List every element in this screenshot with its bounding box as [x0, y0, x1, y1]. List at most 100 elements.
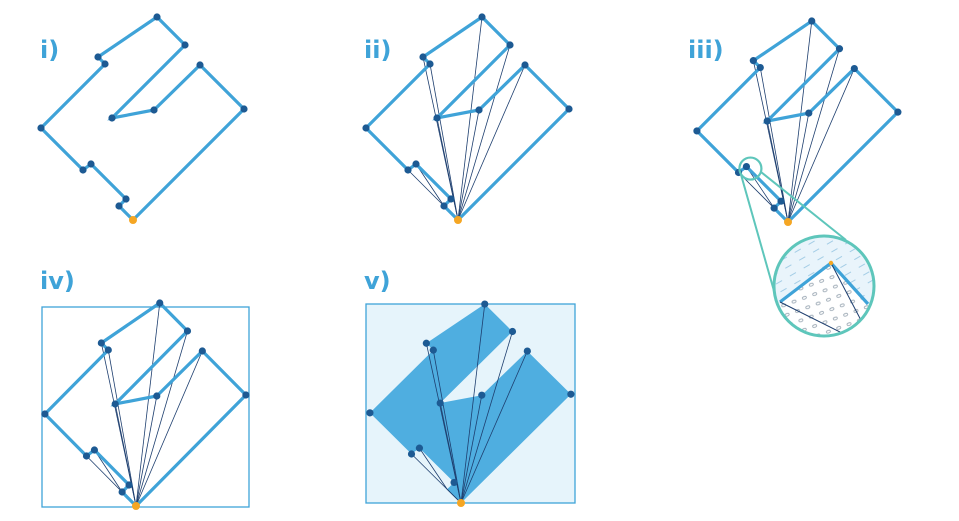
visibility-ray	[787, 20, 813, 223]
panel-label-i: i)	[40, 36, 60, 64]
visibility-ray	[429, 63, 459, 221]
visibility-ray	[766, 120, 789, 223]
polygon-vertex	[150, 106, 158, 114]
panel-label-ii: ii)	[364, 36, 392, 64]
polygon-vertex	[447, 195, 455, 203]
polygon-vertex	[478, 391, 486, 399]
visibility-ray	[114, 403, 137, 507]
visibility-ray	[457, 16, 483, 221]
polygon-vertex	[565, 105, 573, 113]
polygon-vertex	[440, 202, 448, 210]
polygon-vertex	[196, 61, 204, 69]
visibility-ray	[135, 302, 161, 507]
polygon-vertex	[87, 160, 95, 168]
visibility-ray	[135, 350, 203, 507]
visibility-ray	[787, 68, 855, 223]
polygon-vertex	[404, 166, 412, 174]
polygon-vertex	[412, 160, 420, 168]
origin-point	[454, 216, 462, 224]
polygon-vertex	[94, 53, 102, 61]
polygon-vertex	[436, 399, 444, 407]
visibility-ray	[457, 44, 511, 221]
polygon-vertex	[156, 299, 164, 307]
polygon-vertex	[478, 13, 486, 21]
polygon-outline-3	[42, 300, 249, 509]
polygon-vertex	[521, 61, 529, 69]
polygon-vertex	[426, 60, 434, 68]
zoom-lens-circle	[772, 234, 876, 338]
panel-label-iii: iii)	[688, 36, 724, 64]
polygon-vertex	[122, 195, 130, 203]
polygon-vertex	[763, 117, 771, 125]
polygon-vertex	[41, 410, 49, 418]
origin-point	[132, 502, 140, 510]
polygon-outline-1	[363, 14, 572, 223]
polygon-vertex	[407, 450, 416, 458]
polygon-vertex	[97, 339, 105, 347]
polygon-vertex	[153, 13, 161, 21]
visibility-ray	[759, 67, 789, 223]
polygon-vertex	[850, 64, 858, 73]
polygon-vertex	[79, 166, 87, 174]
visibility-ray	[436, 117, 459, 221]
origin-point	[457, 499, 465, 507]
visibility-ray	[460, 304, 486, 504]
visibility-polygon-fill	[369, 304, 571, 503]
polygon-vertex	[108, 114, 116, 122]
polygon-vertex	[82, 452, 91, 460]
visibility-ray	[432, 350, 462, 504]
visibility-ray	[415, 163, 445, 207]
polygon-vertex	[366, 409, 374, 417]
polygon-vertex	[183, 327, 192, 335]
visibility-ray	[787, 113, 810, 223]
polygon-vertex	[362, 124, 370, 132]
visibility-ray	[460, 395, 483, 504]
polygon-vertex	[523, 347, 531, 355]
visibility-ray	[135, 330, 188, 507]
visibility-ray	[94, 449, 123, 493]
polygon-vertex	[125, 481, 133, 489]
polygon-vertex	[104, 346, 112, 354]
polygon-vertex	[450, 478, 458, 487]
polygon-vertex	[115, 202, 123, 210]
polygon-outline-2	[694, 18, 901, 225]
polygon-vertex	[808, 17, 816, 25]
polygon-vertex	[198, 347, 206, 355]
polygon-vertex	[894, 108, 902, 116]
polygon-vertex	[749, 57, 757, 65]
polygon-vertex	[770, 204, 778, 212]
polygon-vertex	[835, 45, 844, 53]
polygon-vertex	[111, 400, 119, 408]
visibility-ray	[419, 447, 448, 490]
visibility-ray	[439, 402, 462, 504]
zoom-callout-line	[759, 170, 847, 241]
bounding-box-3	[41, 306, 250, 508]
polygon-vertex	[153, 392, 161, 400]
polygon-vertex	[506, 41, 514, 49]
polygon-vertex	[756, 63, 764, 72]
polygon-vertex	[90, 446, 99, 454]
zoom-source-circle	[738, 156, 763, 181]
origin-point	[784, 218, 792, 226]
polygon-vertex	[37, 124, 45, 132]
origin-point	[129, 216, 137, 224]
polygon-vertex	[693, 127, 701, 135]
polygon-outline-0	[38, 14, 247, 223]
polygon-vertex	[481, 300, 489, 308]
visibility-ray	[460, 331, 513, 504]
visibility-ray	[460, 350, 528, 504]
zoom-highlight-point	[828, 260, 834, 266]
polygon-vertex	[181, 41, 189, 49]
polygon-vertex	[567, 390, 575, 398]
visibility-ray	[787, 48, 840, 223]
polygon-vertex	[742, 162, 751, 171]
visibility-ray	[411, 453, 462, 504]
zoom-magnified-view	[774, 236, 874, 336]
zoom-ray	[830, 262, 865, 327]
polygon-vertex	[433, 114, 441, 122]
panel-label-v: v)	[364, 267, 391, 295]
polygon-vertex	[422, 339, 430, 347]
polygon-vertex	[805, 109, 813, 117]
visibility-ray	[457, 109, 480, 221]
